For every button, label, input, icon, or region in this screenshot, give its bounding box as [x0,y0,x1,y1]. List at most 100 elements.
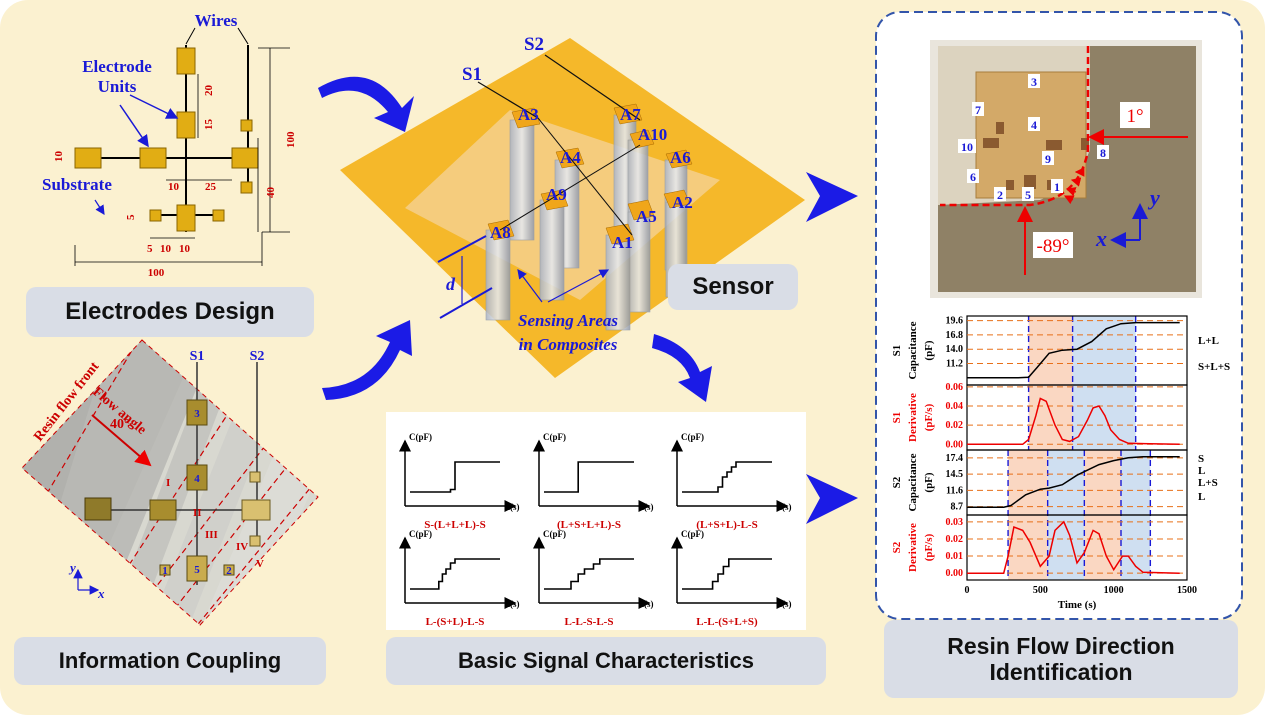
signal-xlabel: t(s) [507,599,520,609]
y-tick-label: 14.5 [946,469,964,480]
signal-ylabel: C(pF) [543,432,566,442]
signal-caption: L-L-(S+L+S) [696,616,758,628]
signal-ylabel: C(pF) [409,529,432,539]
y-tick-label: 16.8 [946,330,964,341]
signal-curve [410,558,500,590]
y-axis-label: S1 [891,345,903,357]
sensing-area-label: A5 [636,207,657,226]
sensing-areas-label-1: Sensing Areas [518,311,618,330]
y-axis-label: Derivative [907,523,919,572]
curve-annotation: L+S [1198,477,1218,489]
curve-annotation: L+L [1198,335,1219,347]
flow-angle-value: 40° [110,417,130,432]
signal-caption: (L+S+L)-L-S [696,519,757,531]
photo-unit-number: 2 [997,188,1003,202]
photo-unit-number: 3 [1031,75,1037,89]
unit-number: 4 [194,473,200,485]
signal-plot: C(pF) t(s) L-L-S-L-S [533,529,654,628]
electrode-units-label-1: Electrode [82,57,152,76]
plot-frame [966,514,1188,581]
photo-unit-number: 7 [975,103,981,117]
y-axis-label: (pF/s) [923,403,935,431]
y-tick-label: 0.02 [946,534,964,545]
sensor-title: Sensor [668,264,798,310]
y-tick-label: 0.06 [946,382,964,393]
signal-xlabel: t(s) [641,502,654,512]
dim-5-vert: 5 [125,214,137,220]
dim-10-left: 10 [53,151,65,163]
flow-angle-bottom: -89° [1037,236,1070,257]
y-tick-label: 11.6 [946,485,963,496]
y-axis-label: S2 [891,476,903,488]
coupling-y-axis: y [68,560,76,575]
y-tick-label: 0.00 [946,439,964,450]
dim-40: 40 [265,187,277,199]
information-coupling-title: Information Coupling [14,637,326,685]
signal-ylabel: C(pF) [681,529,704,539]
photo-unit-number: 1 [1054,180,1060,194]
unit-number: 1 [162,565,168,577]
y-tick-label: 17.4 [946,453,964,464]
y-axis-label: (pF) [923,472,935,493]
wires-label: Wires [195,11,238,30]
sensing-area-label: A4 [560,148,581,167]
signal-curve [544,558,634,590]
flow-angle-top: 1° [1126,106,1143,127]
dim-25: 25 [205,181,217,193]
electrode-units-label-2: Units [98,77,137,96]
series-line [967,397,1180,446]
y-tick-label: 0.00 [946,568,964,579]
signal-curve [682,558,772,590]
series-line [967,321,1180,379]
dim-10-bottom-a: 10 [160,243,172,255]
curve-annotation: L [1198,465,1205,477]
electrode-design [26,12,290,282]
sensing-area-label: A8 [490,223,511,242]
signal-plot: C(pF) t(s) L-L-(S+L+S) [671,529,792,628]
arrow-sensor-to-signals [652,334,712,402]
coupling-s2-label: S2 [250,349,265,364]
shade-s1-orange [1028,316,1073,450]
resin-flow-title-line1: Resin Flow Direction [947,632,1175,659]
sensing-area-label: A2 [672,193,693,212]
signal-xlabel: t(s) [779,502,792,512]
sensor-s1-label: S1 [462,64,482,85]
region-label: IV [236,541,248,553]
signal-curve [682,461,772,493]
sensing-area-label: A3 [518,105,539,124]
dim-20: 20 [203,85,215,97]
signal-caption: L-L-S-L-S [565,616,614,628]
signal-plot: C(pF)t(s)S-(L+L+L)-S [399,432,520,531]
region-label: I [166,477,170,489]
y-tick-label: 0.03 [946,517,964,528]
signal-ylabel: C(pF) [409,432,432,442]
photo-unit-number: 5 [1025,188,1031,202]
region-label: V [256,558,264,570]
arrow-to-charts [806,474,858,524]
photo-y-axis: y [1147,185,1160,210]
resin-flow-title: Resin Flow Direction Identification [884,620,1238,698]
y-axis-label: Derivative [907,393,919,442]
curve-annotation: S+L+S [1198,361,1230,373]
signal-plot: C(pF)t(s)(L+S+L+L)-S [533,432,654,531]
signal-xlabel: t(s) [507,502,520,512]
photo-unit-number: 8 [1100,146,1106,160]
curve-annotation: S [1198,453,1204,465]
region-label: II [193,507,202,519]
electrodes-design-title: Electrodes Design [26,287,314,337]
y-tick-label: 0.02 [946,420,964,431]
x-axis-label: Time (s) [1058,599,1097,611]
x-tick-label: 1500 [1177,585,1197,596]
signal-xlabel: t(s) [779,599,792,609]
signal-xlabel: t(s) [641,599,654,609]
photo-unit-number: 6 [970,170,976,184]
sensing-areas-label-2: in Composites [519,335,618,354]
y-axis-label: Capacitance [907,321,919,379]
curve-annotation: L [1198,491,1205,503]
sensor-3d [340,38,805,378]
arrow-coupling-to-sensor [322,320,412,400]
signal-ylabel: C(pF) [543,529,566,539]
